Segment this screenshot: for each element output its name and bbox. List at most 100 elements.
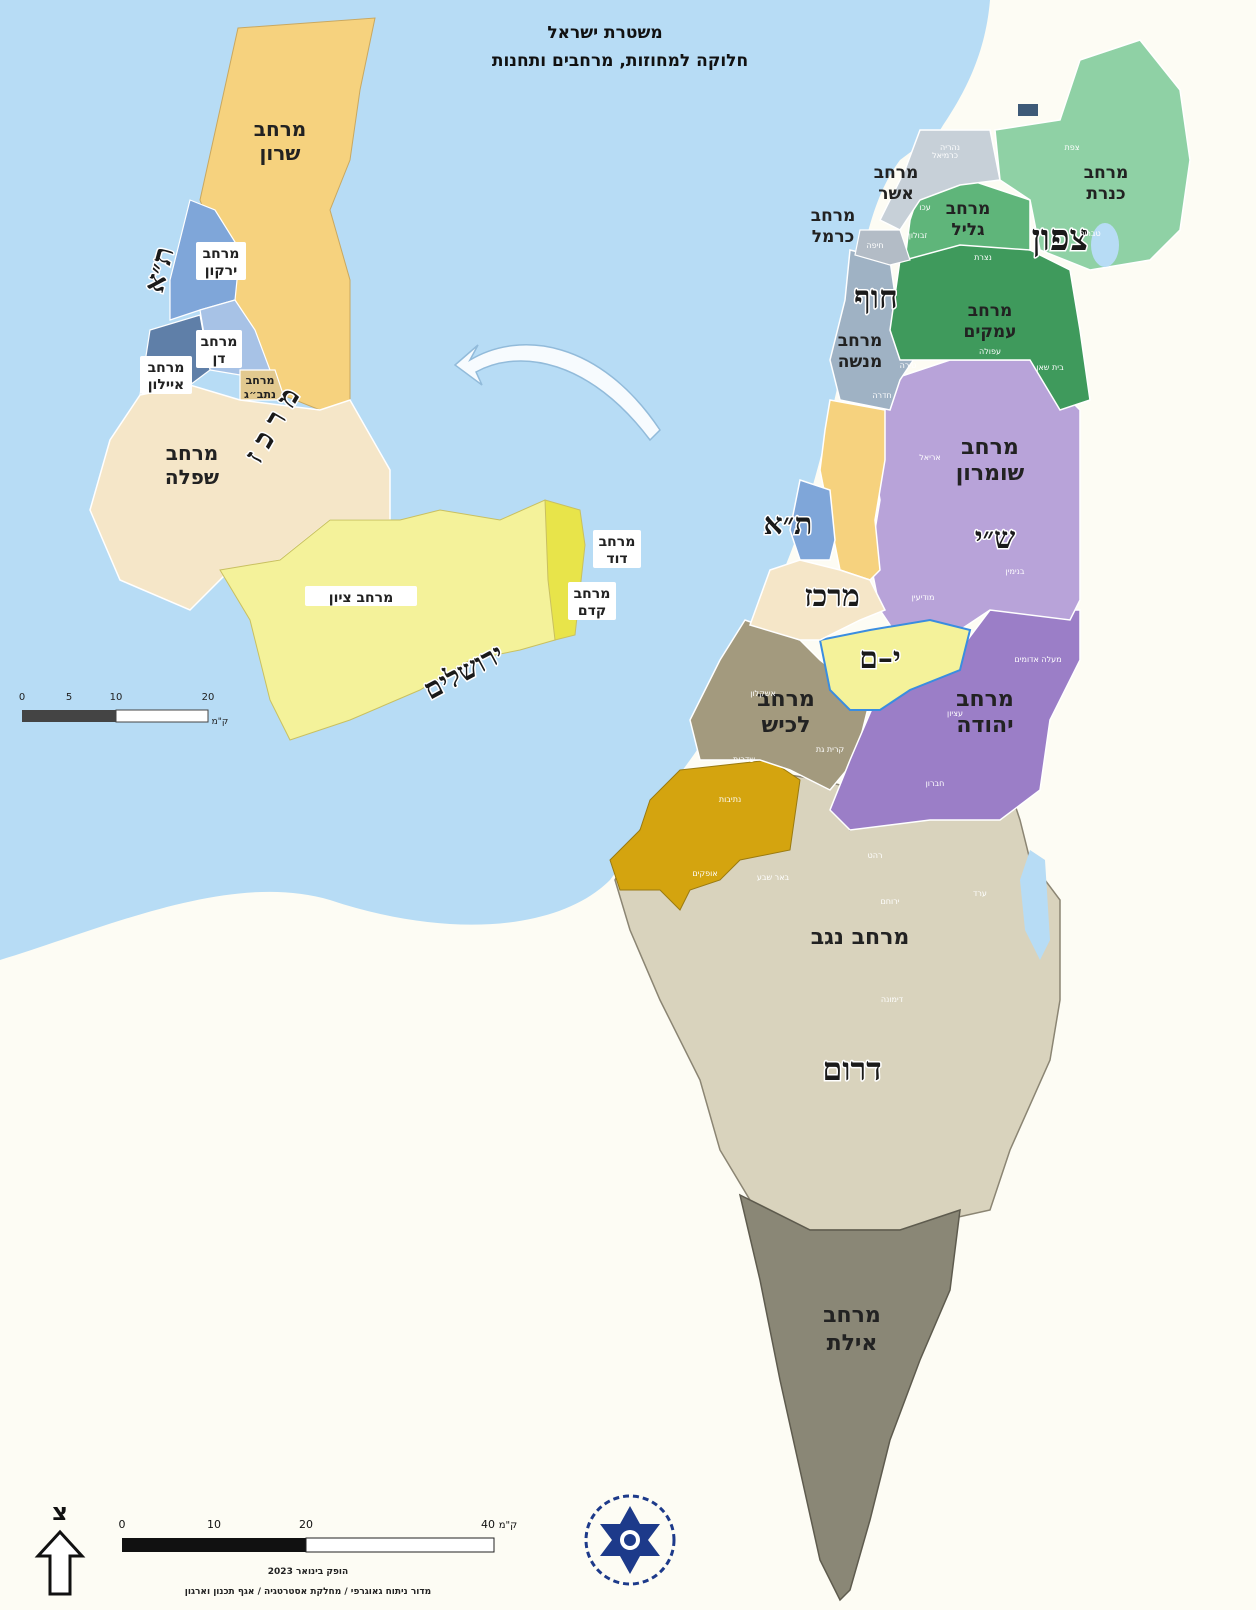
region-eilat[interactable] bbox=[738, 1193, 961, 1602]
inset-label-yarkon-1: מרחב bbox=[203, 246, 240, 262]
inset-map bbox=[89, 17, 586, 741]
district-shay: ש״י bbox=[975, 521, 1016, 556]
main-scale-unit: ק"מ bbox=[499, 1520, 518, 1531]
label-galil-2: גליל bbox=[951, 220, 985, 240]
inset-label-yarkon-2: ירקון bbox=[205, 263, 237, 279]
inset-label-kedem-2: קדם bbox=[578, 603, 606, 619]
station-label: מודיעין bbox=[912, 593, 935, 602]
inset-label-david-1: מרחב bbox=[599, 534, 636, 550]
district-merkaz: מרכז bbox=[804, 579, 860, 614]
inset-label-kedem-1: מרחב bbox=[574, 586, 611, 602]
inset-scale-bar: 0 5 10 20 ק"מ bbox=[19, 692, 229, 727]
station-label: כרמיאל bbox=[932, 151, 958, 160]
title-line1: משטרת ישראל bbox=[547, 23, 662, 43]
station-label: דימונה bbox=[881, 995, 904, 1004]
station-label: טירה bbox=[900, 361, 917, 370]
inset-scale-tick: 10 bbox=[110, 692, 123, 703]
station-label: חדרה bbox=[872, 391, 891, 400]
label-menashe-2: מנשה bbox=[838, 352, 883, 372]
region-ta[interactable] bbox=[789, 479, 836, 561]
credit-department: מדור ניתוח גאוגרפי / מחלקת אסטרטגיה / אג… bbox=[185, 1587, 431, 1597]
station-label: ירוחם bbox=[880, 897, 899, 906]
label-amakim-2: עמקים bbox=[964, 322, 1017, 342]
inset-region-natbag[interactable] bbox=[239, 369, 286, 401]
station-label: מעלה אדומים bbox=[1014, 655, 1061, 664]
inset-label-sharon-2: שרון bbox=[260, 141, 301, 165]
label-galil-1: מרחב bbox=[946, 199, 991, 219]
station-label: רהט bbox=[868, 851, 883, 860]
inset-label-zion-bg bbox=[305, 586, 417, 606]
station-label: בית שאן bbox=[1036, 363, 1064, 372]
inset-label-dan-1: מרחב bbox=[201, 334, 238, 350]
label-karmel-1: מרחב bbox=[811, 206, 856, 226]
station-label: נתיבות bbox=[719, 795, 741, 804]
north-arrow-icon bbox=[34, 1529, 86, 1596]
station-label: טבריה bbox=[1079, 229, 1100, 238]
station-label: אריאל bbox=[919, 453, 941, 462]
inset-label-david-2: דוד bbox=[606, 551, 627, 567]
region-shomron[interactable] bbox=[869, 359, 1081, 641]
station-label: ערד bbox=[973, 889, 987, 898]
map-marker-icon bbox=[1018, 104, 1038, 116]
station-label: קרית גת bbox=[816, 745, 845, 754]
label-eilat-1: מרחב bbox=[823, 1303, 881, 1328]
station-label: חיפה bbox=[866, 241, 883, 250]
main-scale-tick: 0 bbox=[119, 1518, 126, 1531]
label-yehuda-2: יהודה bbox=[956, 713, 1013, 738]
inset-scale-tick: 0 bbox=[19, 692, 25, 703]
station-label: חברון bbox=[926, 779, 945, 788]
station-label: נצרת bbox=[974, 253, 992, 262]
label-lachish-2: לכיש bbox=[762, 713, 811, 738]
dead-sea bbox=[1020, 850, 1050, 960]
inset-scale-unit: ק"מ bbox=[212, 717, 229, 727]
inset-label-kedem-bg bbox=[568, 582, 616, 620]
inset-label-natbag-2: נתב״ג bbox=[244, 388, 276, 401]
region-jerusalem[interactable] bbox=[818, 618, 972, 711]
region-karmel[interactable] bbox=[854, 229, 911, 266]
inset-label-shfela-1: מרחב bbox=[166, 441, 218, 465]
station-label: עפולה bbox=[979, 347, 1001, 356]
inset-pointer-arrow bbox=[453, 344, 661, 442]
region-kinneret[interactable] bbox=[994, 39, 1191, 271]
region-shfela[interactable] bbox=[749, 559, 887, 641]
main-scale-dark bbox=[122, 1538, 306, 1552]
inset-label-ayalon-bg bbox=[140, 356, 192, 394]
region-asher[interactable] bbox=[878, 129, 1001, 231]
district-ta: ת״א bbox=[764, 507, 813, 542]
inset-label-david-bg bbox=[593, 530, 641, 568]
inset-label-shfela-2: שפלה bbox=[165, 465, 219, 489]
main-scale-light bbox=[305, 1537, 495, 1553]
station-label: אשקלון bbox=[750, 689, 776, 698]
label-karmel-2: כרמל bbox=[812, 227, 854, 247]
label-kinneret-2: כנרת bbox=[1086, 184, 1125, 204]
station-label: שדרות bbox=[733, 755, 755, 764]
police-emblem-icon bbox=[584, 1494, 676, 1586]
station-label: נהריה bbox=[940, 143, 960, 152]
label-asher-2: אשר bbox=[878, 184, 914, 204]
label-negev: מרחב נגב bbox=[811, 925, 910, 950]
main-scale-tick: 20 bbox=[299, 1518, 313, 1531]
inset-label-sharon-1: מרחב bbox=[254, 117, 306, 141]
label-shomron-2: שומרון bbox=[956, 461, 1025, 486]
label-menashe-1: מרחב bbox=[838, 331, 883, 351]
title-line2: חלוקה למחוזות, מרחבים ותחנות bbox=[492, 51, 748, 71]
station-label: צפת bbox=[1065, 143, 1080, 152]
region-ofakim[interactable] bbox=[609, 759, 801, 911]
region-lachish[interactable] bbox=[689, 619, 871, 791]
region-galil[interactable] bbox=[904, 179, 1031, 262]
station-label: עכו bbox=[919, 203, 930, 212]
inset-label-yarkon-bg bbox=[196, 242, 246, 280]
main-scale-tick: 10 bbox=[207, 1518, 221, 1531]
main-scale-bar: 0 10 20 40 ק"מ bbox=[119, 1518, 518, 1553]
station-label: באר שבע bbox=[757, 873, 790, 882]
inset-label-natbag-1: מרחב bbox=[246, 374, 275, 387]
inset-scale-tick: 5 bbox=[66, 692, 72, 703]
inset-scale-tick: 20 bbox=[202, 692, 215, 703]
inset-label-zion: מרחב ציון bbox=[329, 590, 393, 606]
inset-label-dan-2: דן bbox=[212, 351, 225, 367]
label-asher-1: מרחב bbox=[874, 163, 919, 183]
label-shomron-1: מרחב bbox=[961, 435, 1019, 460]
district-darom: דרום bbox=[822, 1050, 881, 1088]
north-label: צ bbox=[52, 1498, 68, 1526]
inset-label-dan-bg bbox=[196, 330, 242, 368]
